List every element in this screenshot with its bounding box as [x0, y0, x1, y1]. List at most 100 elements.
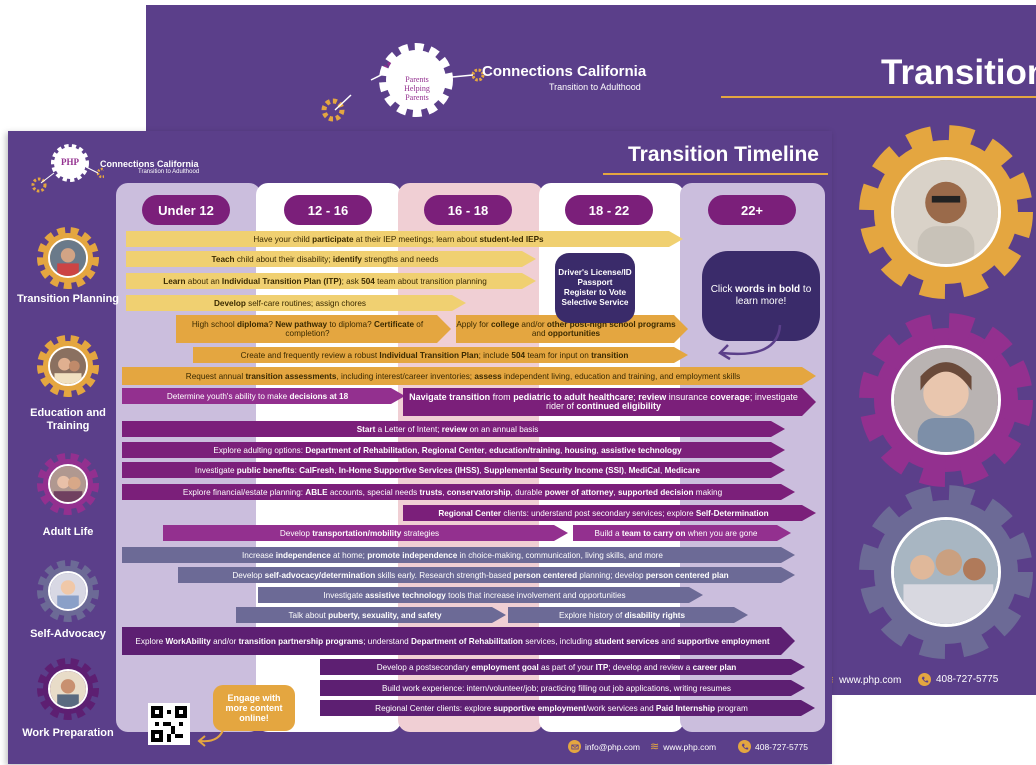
bold-link-text[interactable]: pediatric to adult healthcare [513, 392, 634, 402]
bold-link-text[interactable]: Certificate [373, 320, 414, 329]
timeline-bar[interactable]: Explore adulting options: Department of … [122, 442, 785, 458]
milestone-drivers-license[interactable]: Driver's License/ID [558, 268, 632, 277]
bold-link-text[interactable]: diploma [236, 320, 269, 329]
bold-link-text[interactable]: participate [312, 234, 354, 244]
bold-link-text[interactable]: Teach [211, 254, 235, 264]
bold-link-text[interactable]: career plan [692, 662, 737, 672]
timeline-bar[interactable]: Develop self-advocacy/determination skil… [178, 567, 795, 583]
bold-link-text[interactable]: person centered plan [645, 570, 729, 580]
bold-link-text[interactable]: transition partnership programs [238, 636, 364, 646]
timeline-bar[interactable]: Develop transportation/mobility strategi… [163, 525, 568, 541]
bold-link-text[interactable]: other post-high school programs [546, 320, 676, 329]
bold-link-text[interactable]: employment goal [471, 662, 539, 672]
bold-link-text[interactable]: MediCal [628, 465, 661, 475]
timeline-bar[interactable]: Request annual transition assessments, i… [122, 367, 816, 385]
bold-link-text[interactable]: supported decision [617, 487, 694, 497]
bold-link-text[interactable]: Regional Center [438, 508, 502, 518]
front-email[interactable]: info@php.com [568, 740, 640, 753]
bold-link-text[interactable]: education/training [489, 445, 561, 455]
milestone-passport[interactable]: Passport [577, 278, 613, 287]
bold-link-text[interactable]: trusts [419, 487, 443, 497]
bold-link-text[interactable]: opportunities [547, 329, 601, 338]
bold-link-text[interactable]: assess [474, 371, 502, 381]
bold-link-text[interactable]: transition assessments [245, 371, 337, 381]
timeline-bar[interactable]: Have your child participate at their IEP… [126, 231, 683, 247]
bold-link-text[interactable]: Medicare [664, 465, 701, 475]
timeline-bar[interactable]: Explore WorkAbility and/or transition pa… [122, 627, 795, 655]
timeline-bar[interactable]: Create and frequently review a robust In… [193, 347, 688, 363]
bold-link-text[interactable]: promote independence [367, 550, 458, 560]
bold-link-text[interactable]: transportation/mobility [312, 528, 402, 538]
milestone-register-vote[interactable]: Register to Vote [563, 288, 627, 297]
bold-link-text[interactable]: power of attorney [544, 487, 614, 497]
timeline-bar[interactable]: Develop self-care routines; assign chore… [126, 295, 466, 311]
bold-link-text[interactable]: student-led IEPs [479, 234, 544, 244]
bold-link-text[interactable]: CalFresh [299, 465, 335, 475]
bold-link-text[interactable]: supportive employment [677, 636, 770, 646]
timeline-bar[interactable]: Explore financial/estate planning: ABLE … [122, 484, 795, 500]
bold-link-text[interactable]: public benefits [236, 465, 295, 475]
bold-link-text[interactable]: 504 [511, 350, 526, 360]
timeline-bar[interactable]: Learn about an Individual Transition Pla… [126, 273, 536, 289]
bold-link-text[interactable]: Individual Transition Plan [379, 350, 479, 360]
bold-link-text[interactable]: Supplemental Security Income (SSI) [483, 465, 625, 475]
bold-link-text[interactable]: assistive technology [365, 590, 446, 600]
timeline-bar[interactable]: Regional Center clients: explore support… [320, 700, 815, 716]
bold-link-text[interactable]: In-Home Supportive Services (IHSS) [338, 465, 480, 475]
bold-link-text[interactable]: decisions at 18 [289, 391, 349, 401]
bold-link-text[interactable]: Learn [163, 276, 186, 286]
bold-link-text[interactable]: team to carry on [621, 528, 686, 538]
bold-link-text[interactable]: self-advocacy/determination [264, 570, 376, 580]
bold-link-text[interactable]: review [441, 424, 468, 434]
bold-link-text[interactable]: ITP [595, 662, 609, 672]
timeline-bar[interactable]: Start a Letter of Intent; review on an a… [122, 421, 785, 437]
bold-link-text[interactable]: 504 [361, 276, 375, 286]
bold-link-text[interactable]: New pathway [275, 320, 328, 329]
back-phone[interactable]: 408-727-5775 [918, 673, 998, 686]
front-phone[interactable]: 408-727-5775 [738, 740, 808, 753]
bold-link-text[interactable]: supportive employment [493, 703, 586, 713]
bold-link-text[interactable]: coverage [710, 392, 750, 402]
timeline-bar[interactable]: Investigate public benefits: CalFresh, I… [122, 462, 785, 478]
timeline-bar[interactable]: Teach child about their disability; iden… [126, 251, 536, 267]
timeline-bar[interactable]: Regional Center clients: understand post… [403, 505, 816, 521]
bold-link-text[interactable]: WorkAbility [165, 636, 211, 646]
milestone-selective-service[interactable]: Selective Service [561, 298, 629, 307]
bold-link-text[interactable]: housing [564, 445, 597, 455]
qr-code-icon[interactable] [148, 703, 190, 745]
bold-link-text[interactable]: puberty, sexuality, and safety [328, 610, 442, 620]
bold-link-text[interactable]: student services [594, 636, 659, 646]
milestones-18-box[interactable]: Driver's License/ID Passport Register to… [555, 253, 635, 323]
bold-link-text[interactable]: college [490, 320, 520, 329]
timeline-bar[interactable]: Talk about puberty, sexuality, and safet… [236, 607, 506, 623]
bold-link-text[interactable]: Department of Rehabilitation [305, 445, 418, 455]
timeline-bar[interactable]: Develop a postsecondary employment goal … [320, 659, 805, 675]
bold-link-text[interactable]: assistive technology [601, 445, 682, 455]
bold-link-text[interactable]: person centered [513, 570, 578, 580]
timeline-bar[interactable]: Build a team to carry on when you are go… [573, 525, 791, 541]
bold-link-text[interactable]: Department of Rehabilitation [411, 636, 523, 646]
bold-link-text[interactable]: review [638, 392, 667, 402]
bold-link-text[interactable]: conservatorship [446, 487, 511, 497]
bold-link-text[interactable]: ABLE [305, 487, 328, 497]
bold-link-text[interactable]: Self-Determination [695, 508, 769, 518]
timeline-bar[interactable]: Investigate assistive technology tools t… [258, 587, 703, 603]
bold-link-text[interactable]: identify [332, 254, 362, 264]
front-website[interactable]: ≋ www.php.com [650, 740, 716, 753]
timeline-bar[interactable]: Build work experience: intern/volunteer/… [320, 680, 805, 696]
bold-link-text[interactable]: disability rights [624, 610, 686, 620]
bold-link-text[interactable]: Start [356, 424, 376, 434]
timeline-bar[interactable]: High school diploma? New pathway to dipl… [176, 315, 451, 343]
bold-link-text[interactable]: Develop [214, 298, 246, 308]
bold-link-text[interactable]: independence [275, 550, 331, 560]
timeline-bar[interactable]: Increase independence at home; promote i… [122, 547, 795, 563]
timeline-bar[interactable]: Navigate transition from pediatric to ad… [403, 388, 816, 416]
timeline-bar[interactable]: Determine youth's ability to make decisi… [122, 388, 405, 404]
bold-link-text[interactable]: continued eligibility [576, 401, 662, 411]
bold-link-text[interactable]: Paid Internship [655, 703, 716, 713]
timeline-bar[interactable]: Explore history of disability rights [508, 607, 748, 623]
back-website[interactable]: ≋ www.php.com [824, 673, 901, 687]
bold-link-text[interactable]: transition [591, 350, 629, 360]
bold-link-text[interactable]: Regional Center [421, 445, 485, 455]
bold-link-text[interactable]: Individual Transition Plan (ITP) [221, 276, 342, 286]
